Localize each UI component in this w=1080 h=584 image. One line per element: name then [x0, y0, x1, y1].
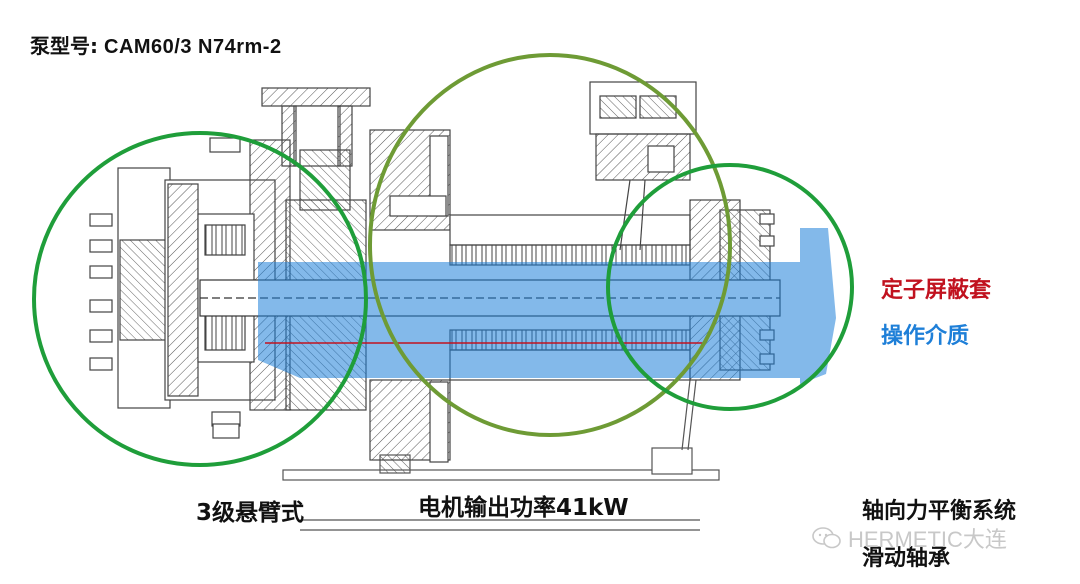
watermark-text: HERMETIC大连 [848, 527, 1007, 552]
stator-shield-label: 定子屏蔽套 [881, 278, 992, 303]
axial-balance-label: 轴向力平衡系统 [862, 499, 1017, 524]
pump-model-label: 泵型号: [30, 34, 98, 58]
terminal-box [589, 81, 697, 251]
sliding-bearing-label: 滑动轴承 [862, 546, 951, 571]
wechat-icon [812, 527, 841, 549]
motor-circle [368, 53, 732, 437]
pump-model-value: CAM60/3 N74rm-2 [104, 36, 282, 58]
operating-medium-region [258, 228, 836, 384]
operating-medium-label: 操作介质 [881, 324, 970, 349]
watermark: HERMETIC大连 [812, 522, 1007, 554]
motor-power-label: 电机输出功率41kW [418, 495, 629, 521]
front-bolts [89, 137, 241, 439]
discharge-nozzle [261, 87, 371, 211]
axial-balance-circle [606, 163, 854, 411]
page-title: 泵型号: CAM60/3 N74rm-2 [30, 30, 282, 59]
cantilever-stages-circle [32, 131, 368, 467]
stages-label: 3级悬臂式 [196, 500, 305, 526]
